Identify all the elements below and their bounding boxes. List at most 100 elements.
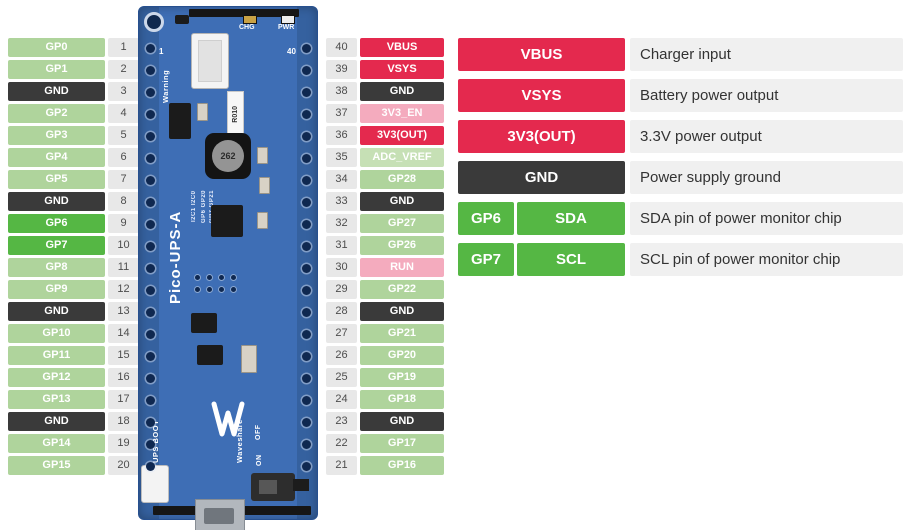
pin-label-run: RUN: [360, 258, 444, 277]
pin-hole: [301, 308, 311, 317]
pin-number-28: 28: [326, 302, 357, 321]
power-switch-lever: [293, 479, 309, 491]
pin-number-3: 3: [108, 82, 139, 101]
pin-label-gp28: GP28: [360, 170, 444, 189]
pin-hole: [301, 110, 311, 119]
pin-number-11: 11: [108, 258, 139, 277]
pin-hole: [301, 396, 311, 405]
pin-label-gnd: GND: [360, 302, 444, 321]
pin-number-2: 2: [108, 60, 139, 79]
pin-hole: [145, 418, 155, 427]
solder-pad: [231, 287, 236, 292]
pin-number-10: 10: [108, 236, 139, 255]
pin-label-gp27: GP27: [360, 214, 444, 233]
solder-pad: [207, 287, 212, 292]
switch-on-label: ON: [256, 454, 263, 466]
pin-number-17: 17: [108, 390, 139, 409]
pin-hole: [301, 198, 311, 207]
legend-description: SDA pin of power monitor chip: [630, 202, 903, 235]
solder-pad: [231, 275, 236, 280]
legend-description: Power supply ground: [630, 161, 903, 194]
pin-label-gp19: GP19: [360, 368, 444, 387]
pin-number-31: 31: [326, 236, 357, 255]
pin-label-3v3-en: 3V3_EN: [360, 104, 444, 123]
pin-hole: [145, 132, 155, 141]
pin-hole: [145, 154, 155, 163]
shunt-resistor-label: R010: [232, 105, 239, 123]
pin-number-12: 12: [108, 280, 139, 299]
legend-badge-sda: SDA: [517, 202, 625, 235]
pin-number-7: 7: [108, 170, 139, 189]
pin40-marker: 40: [287, 47, 296, 56]
pin-hole: [301, 264, 311, 273]
pin-hole: [301, 132, 311, 141]
pin-label-vbus: VBUS: [360, 38, 444, 57]
pin-number-25: 25: [326, 368, 357, 387]
pin-number-39: 39: [326, 60, 357, 79]
pin-number-37: 37: [326, 104, 357, 123]
pin-hole: [145, 286, 155, 295]
pico-ups-board: 1 40 CHG PWR Warning R010 262 Pico-UPS-A…: [138, 6, 318, 530]
power-monitor-chip: [211, 205, 243, 237]
pin-hole: [145, 66, 155, 75]
pin-hole: [301, 176, 311, 185]
waveshare-logo: [207, 395, 249, 443]
charge-led: [243, 15, 257, 24]
pin-number-29: 29: [326, 280, 357, 299]
solder-pad: [207, 275, 212, 280]
pin-label-vsys: VSYS: [360, 60, 444, 79]
pin-number-18: 18: [108, 412, 139, 431]
solder-pad: [195, 275, 200, 280]
ic-chip: [197, 345, 223, 365]
legend-badge-vsys: VSYS: [458, 79, 625, 112]
smd-component: [175, 15, 189, 24]
pin-number-38: 38: [326, 82, 357, 101]
pin-label-gp18: GP18: [360, 390, 444, 409]
mounting-hole: [144, 12, 164, 32]
power-led: [281, 15, 295, 24]
brand-label: Waveshare: [235, 419, 244, 463]
solder-pad: [219, 275, 224, 280]
pin-label-gp7: GP7: [8, 236, 105, 255]
pin-number-20: 20: [108, 456, 139, 475]
pin-number-21: 21: [326, 456, 357, 475]
pin1-marker: 1: [159, 47, 164, 56]
ic-chip: [169, 103, 191, 139]
pin-number-5: 5: [108, 126, 139, 145]
pin-label-gp21: GP21: [360, 324, 444, 343]
pin-label-gp11: GP11: [8, 346, 105, 365]
pin-hole: [301, 220, 311, 229]
pin-hole: [301, 242, 311, 251]
switch-off-label: OFF: [255, 424, 262, 440]
pin-number-9: 9: [108, 214, 139, 233]
pin-label-gp26: GP26: [360, 236, 444, 255]
pin-hole: [145, 198, 155, 207]
pin-hole: [301, 330, 311, 339]
